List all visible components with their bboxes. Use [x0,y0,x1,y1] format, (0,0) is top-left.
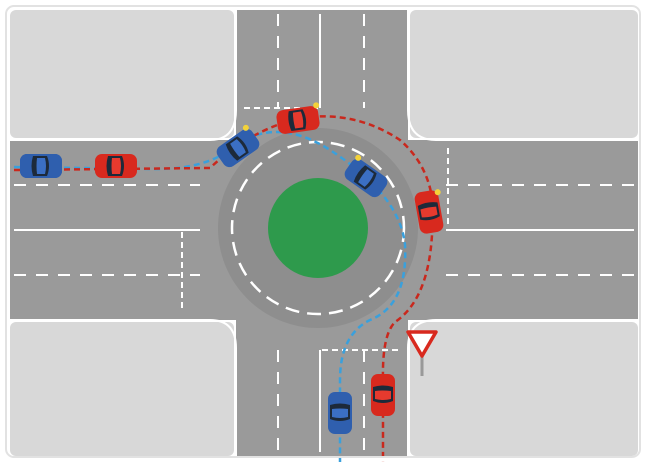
give-way-triangle-icon [406,330,438,376]
red-car-icon [371,374,395,416]
lane-markings [14,14,634,452]
red-car-icon [276,102,320,134]
roundabout-island [268,178,368,278]
block-top-right [410,10,638,138]
block-top-left [10,10,234,138]
blue-car-icon [344,154,388,198]
red-car-path [13,115,435,462]
curbs [10,10,638,456]
block-bottom-right [410,322,638,456]
blue-car-icon [20,154,62,178]
red-car-icon [414,189,444,234]
blue-car-icon [328,392,352,434]
blue-car-icon [216,124,260,168]
red-car-icon [95,154,137,178]
block-bottom-left [10,322,234,456]
